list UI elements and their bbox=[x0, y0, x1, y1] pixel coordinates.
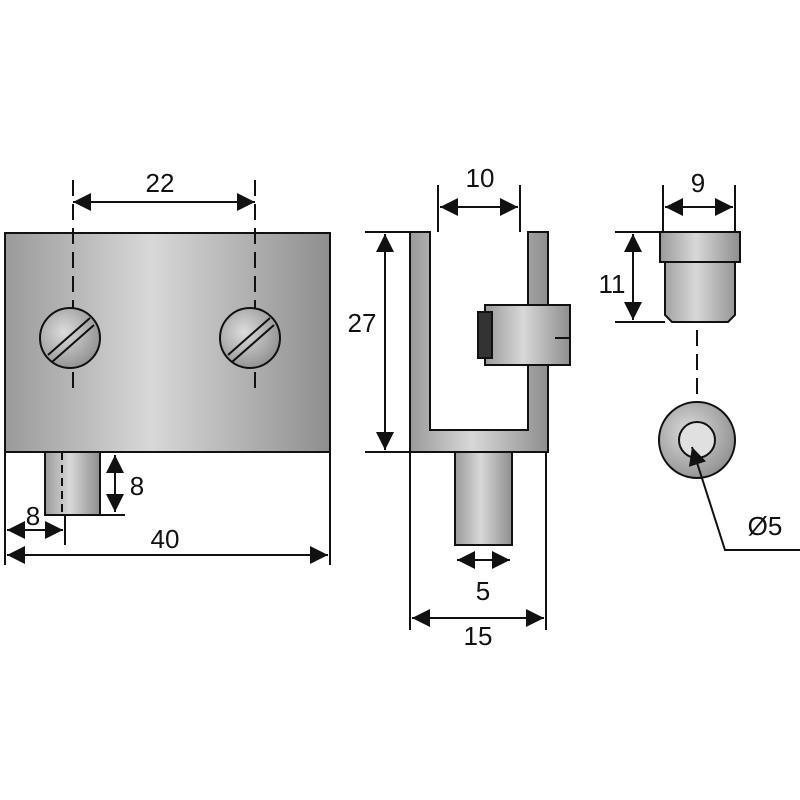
dim-label-pin-height: 8 bbox=[130, 471, 144, 501]
dim-label-diameter: Ø5 bbox=[748, 511, 783, 541]
dim-label-10: 10 bbox=[466, 163, 495, 193]
screw-head-left bbox=[39, 307, 101, 369]
dim-label-40: 40 bbox=[151, 524, 180, 554]
dim-label-5: 5 bbox=[476, 576, 490, 606]
end-cap bbox=[615, 185, 800, 551]
dim-label-11: 11 bbox=[599, 269, 626, 299]
dim-label-9: 9 bbox=[691, 168, 705, 198]
mounting-block bbox=[4, 180, 331, 565]
dim-label-27: 27 bbox=[348, 308, 377, 338]
dim-label-pin-offset: 8 bbox=[26, 501, 40, 531]
dim-label-15: 15 bbox=[464, 621, 493, 651]
screw-head-right bbox=[219, 307, 281, 369]
dim-label-22: 22 bbox=[146, 168, 175, 198]
u-bracket bbox=[365, 185, 571, 630]
